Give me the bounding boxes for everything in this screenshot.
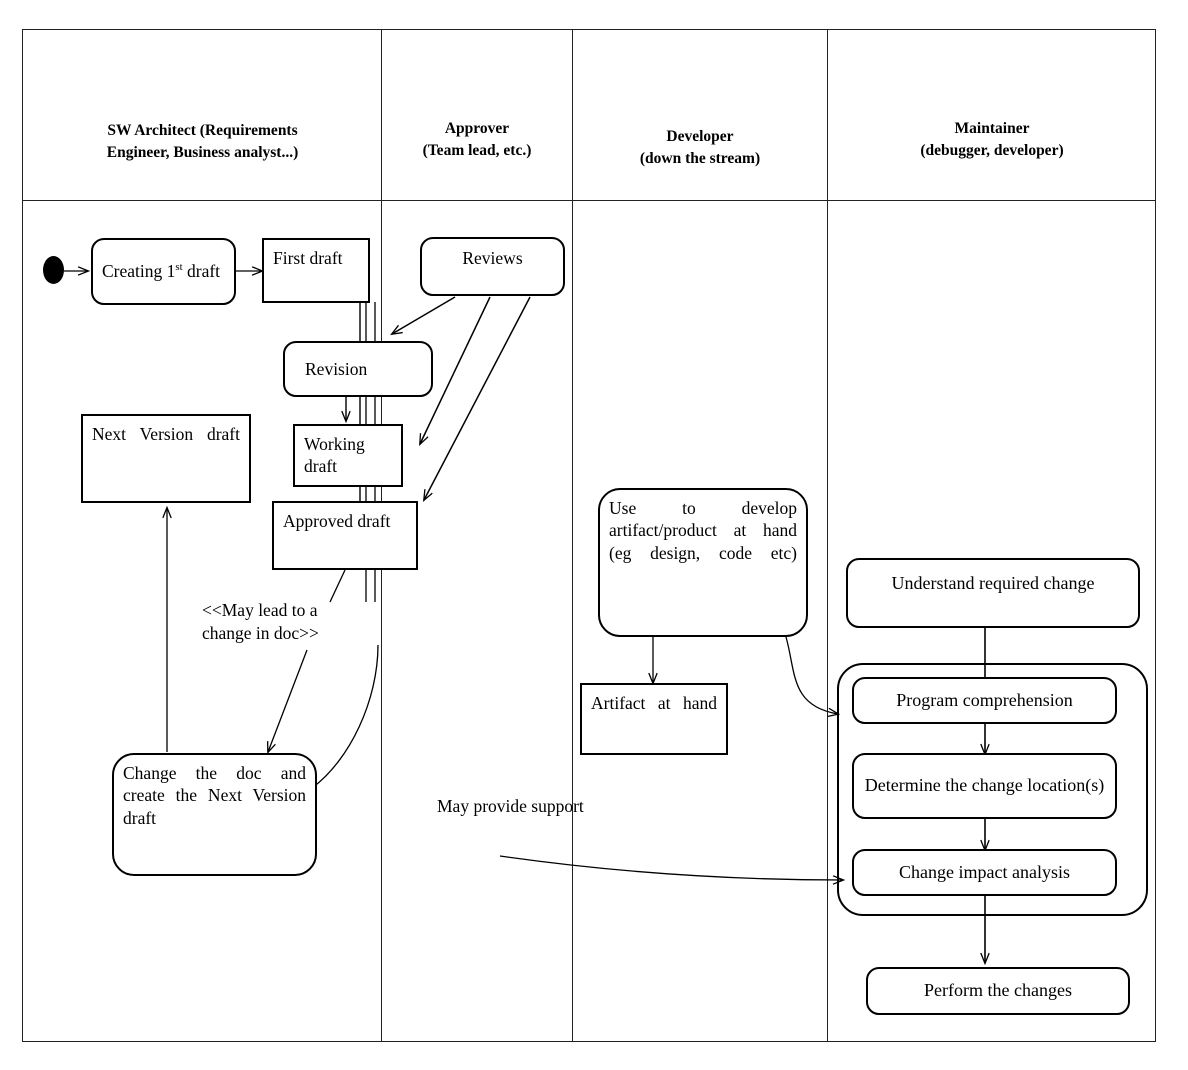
lane-divider-3 xyxy=(827,29,828,1042)
start-node xyxy=(43,256,64,284)
lane-header-maintainer-line2: (debugger, developer) xyxy=(920,142,1064,160)
lane-header-developer: Developer (down the stream) xyxy=(574,126,826,171)
lane-header-rule xyxy=(22,200,1156,201)
node-creating-first-draft[interactable]: Creating 1st draft xyxy=(91,238,236,305)
lane-header-developer-line1: Developer xyxy=(666,128,734,145)
node-next-version-draft[interactable]: Next Version draft xyxy=(81,414,251,503)
node-determine-change-location-label: Determine the change location(s) xyxy=(864,775,1105,796)
lane-header-maintainer: Maintainer (debugger, developer) xyxy=(829,118,1155,163)
node-revision[interactable]: Revision xyxy=(283,341,433,397)
lane-header-maintainer-line1: Maintainer xyxy=(954,120,1030,137)
lane-header-sw-architect: SW Architect (Requirements Engineer, Bus… xyxy=(40,120,365,165)
node-change-impact-analysis-label: Change impact analysis xyxy=(899,861,1070,882)
node-approved-draft[interactable]: Approved draft xyxy=(272,501,418,570)
node-perform-the-changes[interactable]: Perform the changes xyxy=(866,967,1130,1015)
node-change-impact-analysis[interactable]: Change impact analysis xyxy=(852,849,1117,896)
node-next-version-draft-label: Next Version draft xyxy=(92,424,240,444)
lane-header-sw-architect-line1: SW Architect (Requirements xyxy=(107,122,298,139)
node-change-analysis-group xyxy=(837,663,1148,916)
node-change-the-doc[interactable]: Change the doc and create the Next Versi… xyxy=(112,753,317,876)
node-working-draft-label: Working draft xyxy=(304,434,365,477)
node-artifact-at-hand-label: Artifact at hand xyxy=(591,693,717,713)
lane-header-developer-line2: (down the stream) xyxy=(639,150,761,168)
node-understand-required-change[interactable]: Understand required change xyxy=(846,558,1140,628)
swimlane-frame xyxy=(22,29,1156,1042)
node-understand-required-change-label: Understand required change xyxy=(891,573,1095,594)
lane-divider-2 xyxy=(572,29,573,1042)
node-change-the-doc-label: Change the doc and create the Next Versi… xyxy=(123,763,306,828)
node-use-to-develop-label: Use to develop artifact/product at hand … xyxy=(609,498,797,563)
lane-header-sw-architect-line2: Engineer, Business analyst...) xyxy=(106,144,299,162)
node-determine-change-location[interactable]: Determine the change location(s) xyxy=(852,753,1117,819)
edge-label-may-lead-to-change-line1: <<May lead to a xyxy=(202,600,318,620)
node-artifact-at-hand[interactable]: Artifact at hand xyxy=(580,683,728,755)
node-working-draft[interactable]: Working draft xyxy=(293,424,403,487)
node-first-draft[interactable]: First draft xyxy=(262,238,370,303)
node-revision-label: Revision xyxy=(305,358,368,379)
node-creating-first-draft-label: Creating 1st draft xyxy=(102,261,221,282)
lane-header-approver-line2: (Team lead, etc.) xyxy=(422,142,532,160)
node-approved-draft-label: Approved draft xyxy=(283,511,391,531)
edge-label-may-lead-to-change-line2: change in doc>> xyxy=(202,622,319,643)
node-program-comprehension[interactable]: Program comprehension xyxy=(852,677,1117,724)
node-perform-the-changes-label: Perform the changes xyxy=(924,980,1072,1001)
node-first-draft-label: First draft xyxy=(273,248,343,268)
lane-header-approver: Approver (Team lead, etc.) xyxy=(383,118,571,163)
edge-label-may-provide-support: May provide support xyxy=(437,796,584,816)
node-program-comprehension-label: Program comprehension xyxy=(896,689,1073,710)
node-reviews[interactable]: Reviews xyxy=(420,237,565,296)
node-reviews-label: Reviews xyxy=(462,248,523,269)
node-use-to-develop[interactable]: Use to develop artifact/product at hand … xyxy=(598,488,808,637)
lane-header-approver-line1: Approver xyxy=(444,120,510,137)
edge-label-may-lead-to-change: <<May lead to a change in doc>> xyxy=(202,599,382,645)
